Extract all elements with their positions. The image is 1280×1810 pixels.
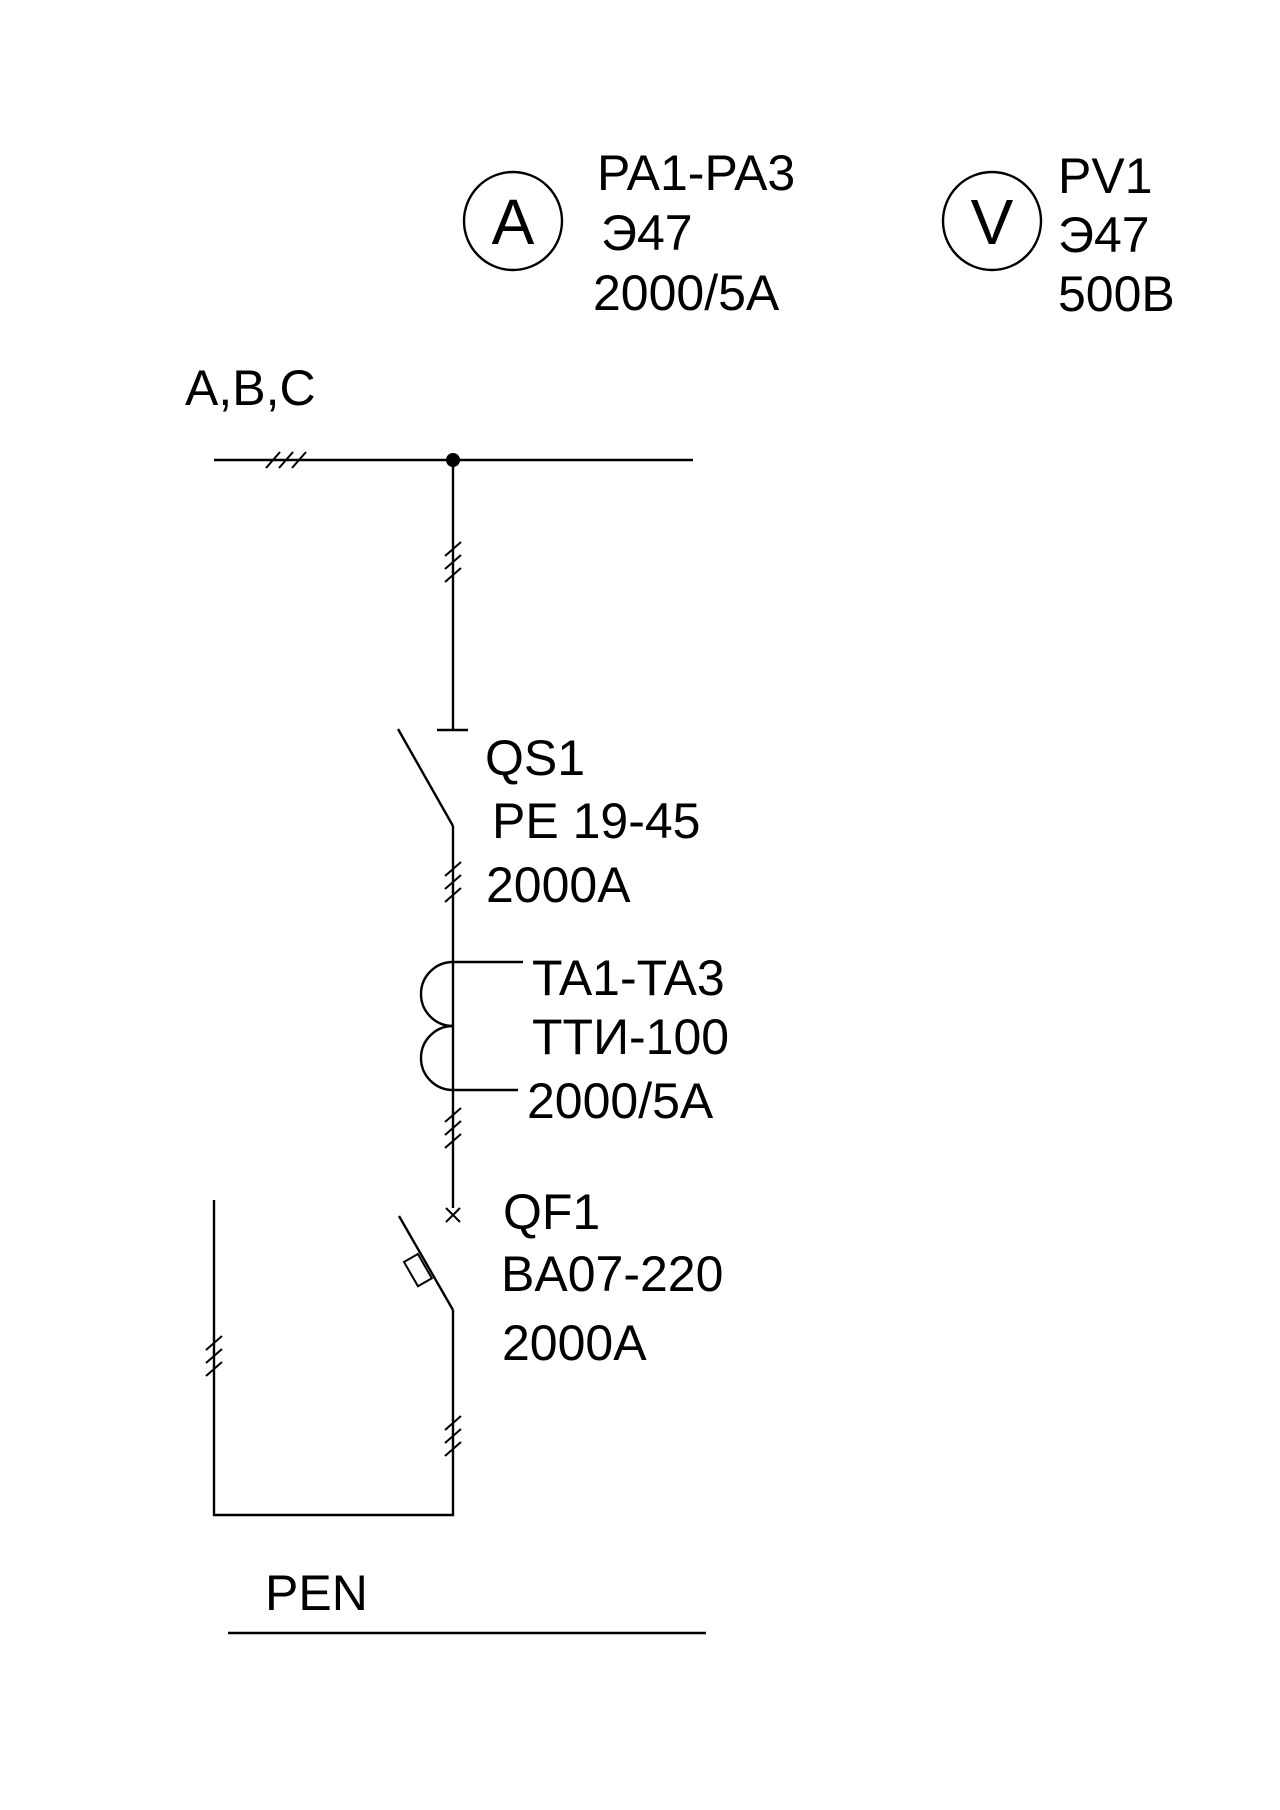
ammeter-symbol: A bbox=[462, 170, 564, 272]
qs1-designation: QS1 bbox=[485, 730, 585, 786]
qf1-rating: 2000A bbox=[502, 1315, 647, 1371]
ammeter-letter: A bbox=[492, 186, 535, 258]
ct-designation: TA1-TA3 bbox=[532, 950, 725, 1006]
voltmeter-rating: 500B bbox=[1058, 266, 1175, 322]
ammeter-type: Э47 bbox=[601, 205, 693, 261]
qf1-type: BA07-220 bbox=[501, 1246, 723, 1302]
busbar-label: A,B,C bbox=[185, 360, 316, 416]
ammeter-rating: 2000/5A bbox=[593, 265, 780, 321]
qs1-type: PE 19-45 bbox=[492, 793, 700, 849]
ammeter-designation: PA1-PA3 bbox=[597, 145, 795, 201]
voltmeter-designation: PV1 bbox=[1058, 148, 1153, 204]
ct-rating: 2000/5A bbox=[527, 1073, 714, 1129]
loop-three-phase-ticks-right bbox=[444, 1415, 462, 1457]
qs1-rating: 2000A bbox=[486, 857, 631, 913]
ct-type: ТТИ-100 bbox=[532, 1009, 729, 1065]
busbar-three-phase-ticks bbox=[265, 451, 307, 469]
current-transformer-symbol bbox=[419, 960, 523, 1092]
circuit-breaker-qf1 bbox=[397, 1207, 461, 1311]
feeder-three-phase-ticks-2 bbox=[444, 861, 462, 903]
feeder-three-phase-ticks-3 bbox=[444, 1107, 462, 1149]
breaker-release-box bbox=[402, 1252, 434, 1288]
voltmeter-symbol: V bbox=[941, 170, 1043, 272]
pen-label: PEN bbox=[265, 1565, 368, 1621]
return-loop-wire bbox=[212, 1200, 455, 1517]
voltmeter-type: Э47 bbox=[1058, 207, 1150, 263]
feeder-three-phase-ticks-1 bbox=[444, 541, 462, 583]
voltmeter-letter: V bbox=[971, 186, 1014, 258]
loop-three-phase-ticks-left bbox=[205, 1335, 223, 1377]
disconnect-switch-qs1 bbox=[396, 728, 468, 827]
qf1-designation: QF1 bbox=[503, 1184, 600, 1240]
